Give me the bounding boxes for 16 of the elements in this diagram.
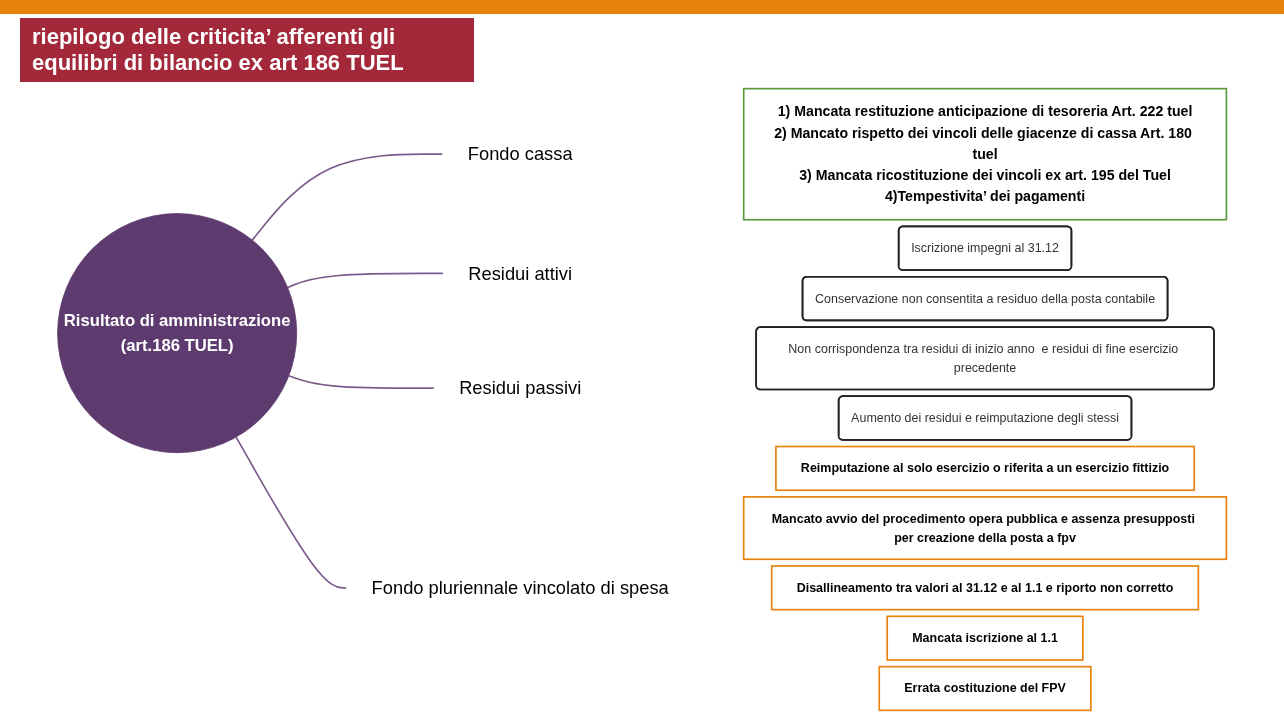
connector: [235, 436, 348, 589]
node-box: 1) Mancata restituzione anticipazione di tesoreria Art. 222 tuel 2) Mancato rispetto dei vincoli delle giacenze di cassa Art. 180 tuel 3) Mancata ricostituzione dei vincoli ex art. 195 del Tuel 4)Tempestivita’ dei pagamenti: [742, 87, 1228, 221]
connector: [251, 153, 444, 241]
node-circle: Risultato di amministrazione (art.186 TUEL): [57, 213, 298, 454]
node-text: Residui attivi: [468, 263, 573, 284]
node-box: Errata costituzione del FPV: [878, 665, 1092, 712]
node-box: Disallineamento tra valori al 31.12 e al 1.1 e riporto non corretto: [770, 565, 1200, 611]
node-text: Residui passivi: [459, 377, 582, 399]
connector: [288, 374, 435, 389]
node-box: Mancato avvio del procedimento opera pubblica e assenza presupposti per creazione della posta a fpv: [742, 496, 1228, 561]
connector: [286, 272, 445, 289]
title-banner: riepilogo delle criticita’ afferenti gli equilibri di bilancio ex art 186 TUEL: [20, 18, 474, 82]
node-box: Mancata iscrizione al 1.1: [886, 615, 1084, 661]
node-box: Reimputazione al solo esercizio o riferita a un esercizio fittizio: [775, 445, 1195, 492]
node-text: Fondo cassa: [467, 143, 573, 165]
node-text: Fondo pluriennale vincolato di spesa: [371, 577, 669, 599]
